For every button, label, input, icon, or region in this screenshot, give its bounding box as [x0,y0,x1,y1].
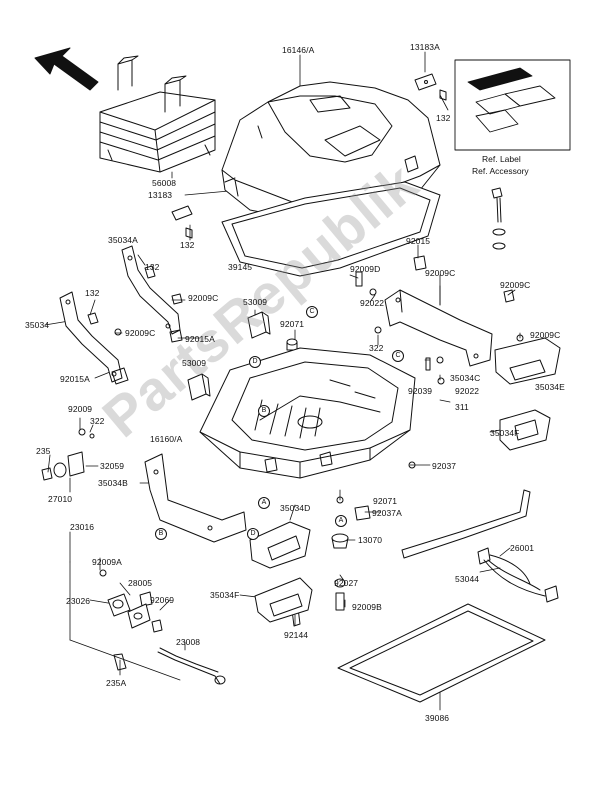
bracket-35034F-left [254,577,313,623]
part-label-32059: 32059 [100,461,125,471]
part-label-35034A: 35034A [108,235,138,245]
grommet-13070 [331,533,349,549]
bracket-35034D [249,521,311,569]
part-label-322b: 322 [90,416,105,426]
part-label-132c: 132 [145,262,160,272]
part-label-92009C-a: 92009C [188,293,219,303]
part-label-92071a: 92071 [280,319,305,329]
part-label-53009a: 53009 [243,297,268,307]
gasket-39145 [221,181,441,277]
circle-marker-c-upper: C [306,306,318,318]
part-label-16160A: 16160/A [150,434,183,444]
bracket-35034B [144,453,247,543]
circle-marker-b-upper: B [258,405,270,417]
part-label-92037: 92037 [432,461,457,471]
ref-accessory-box [454,59,571,151]
part-label-35034B: 35034B [98,478,128,488]
bracket-35034E [494,337,561,385]
part-label-53009b: 53009 [182,358,207,368]
ref-accessory-bolts [491,187,506,250]
circle-marker-d-lower: D [247,528,259,540]
stopper-53009b [187,373,211,401]
part-label-92009C-d: 92009C [500,280,531,290]
circle-marker-d-upper: D [249,356,261,368]
part-label-92022a: 92022 [360,298,385,308]
lock-32059 [53,451,85,478]
part-label-235: 235 [36,446,51,456]
part-label-132b: 132 [180,240,195,250]
group-bracket-23016 [69,531,181,681]
part-label-92015: 92015 [406,236,431,246]
part-label-23026: 23026 [66,596,91,606]
part-label-235A: 235A [106,678,127,688]
part-label-35034F-a: 35034F [490,428,520,438]
part-label-35034E: 35034E [535,382,565,392]
harness-26001 [477,547,559,603]
part-label-92144: 92144 [284,630,309,640]
trunk-base-16160A [199,347,416,479]
stay-53044 [401,489,531,559]
bracket-35034F-right [499,409,551,451]
cable-23008 [157,647,226,685]
ref-label-text: Ref. Label [482,154,521,164]
part-label-132a: 132 [436,113,451,123]
circle-marker-a-lower: A [335,515,347,527]
part-label-92009C-c: 92009C [425,268,456,278]
part-label-92027: 92027 [334,578,359,588]
mat-39086 [337,603,546,703]
part-label-35034C: 35034C [450,373,481,383]
part-label-92009D: 92009D [350,264,381,274]
part-label-92009C-e: 92009C [530,330,561,340]
part-label-132d: 132 [85,288,100,298]
part-label-322a: 322 [369,343,384,353]
part-label-13183A: 13183A [410,42,440,52]
part-label-13070: 13070 [358,535,383,545]
part-label-92009C-b: 92009C [125,328,156,338]
part-label-92015A-b: 92015A [60,374,90,384]
cushion-92071a [286,338,298,351]
part-label-92009A: 92009A [92,557,122,567]
lock-set-23026 [107,593,163,633]
part-label-23008: 23008 [176,637,201,647]
part-label-26001: 26001 [510,543,535,553]
part-label-92069: 92069 [150,595,175,605]
part-label-92022b: 92022 [455,386,480,396]
part-label-13183: 13183 [148,190,173,200]
part-label-35034D: 35034D [280,503,311,513]
circle-marker-a-upper: A [258,497,270,509]
part-label-28005: 28005 [128,578,153,588]
trunk-assembly-56008 [99,55,216,173]
bracket-35034 [59,291,123,383]
stopper-53009a [247,311,271,339]
part-label-92039: 92039 [408,386,433,396]
front-arrow-icon [34,47,99,91]
part-label-35034: 35034 [25,320,50,330]
part-label-56008: 56008 [152,178,177,188]
part-label-27010: 27010 [48,494,73,504]
hinge-13183A [414,73,447,101]
part-label-92037A: 92037A [372,508,402,518]
part-label-23016: 23016 [70,522,95,532]
bracket-35034A [121,245,181,335]
hinge-13183 [171,205,193,239]
part-label-92009: 92009 [68,404,93,414]
part-label-311: 311 [455,402,469,412]
part-label-92071b: 92071 [373,496,398,506]
ref-accessory-text: Ref. Accessory [472,166,529,176]
part-label-39145: 39145 [228,262,253,272]
part-label-53044: 53044 [455,574,480,584]
part-label-16146A: 16146/A [282,45,315,55]
part-label-39086: 39086 [425,713,450,723]
part-label-92009B: 92009B [352,602,382,612]
part-label-92015A-a: 92015A [185,334,215,344]
circle-marker-b-lower: B [155,528,167,540]
part-label-35034F-b: 35034F [210,590,240,600]
circle-marker-c-lower: C [392,350,404,362]
bracket-35034C [384,289,493,367]
